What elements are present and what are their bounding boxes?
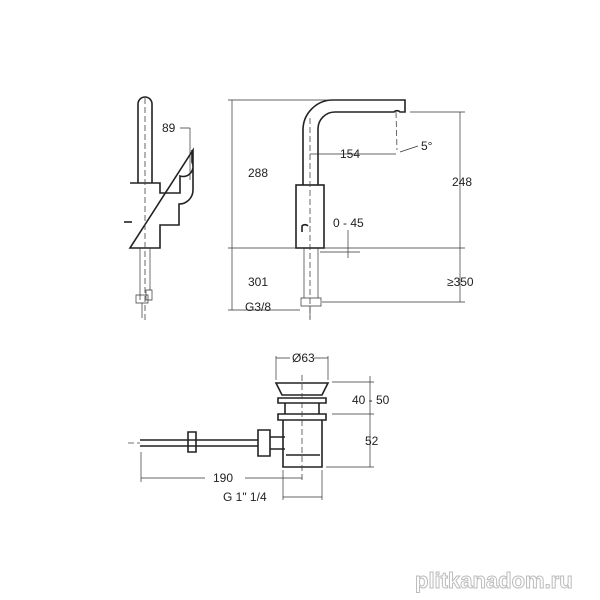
faucet-side-view: 89 (124, 96, 194, 320)
watermark: plitkanadom.ru (415, 568, 573, 593)
dim-lift: 40 - 50 (352, 393, 390, 407)
dim-288: 288 (248, 166, 268, 180)
drain-view: Ø63 40 - 50 52 190 G 1" 1/4 (128, 351, 390, 504)
dim-52: 52 (365, 434, 379, 448)
faucet-front-view: 288 154 5° 248 0 - 45 301 ≥350 G3/8 (228, 99, 474, 320)
dim-301: 301 (248, 275, 268, 289)
dim-248: 248 (452, 175, 472, 189)
thread-label: G 1" 1/4 (223, 490, 267, 504)
dim-angle: 5° (421, 139, 433, 153)
dim-lever-range: 0 - 45 (333, 216, 364, 230)
dim-diameter: Ø63 (292, 351, 315, 365)
dim-350: ≥350 (447, 275, 474, 289)
dim-190: 190 (213, 471, 233, 485)
dim-154: 154 (340, 147, 360, 161)
connection-label: G3/8 (245, 300, 271, 314)
dim-89: 89 (162, 121, 176, 135)
